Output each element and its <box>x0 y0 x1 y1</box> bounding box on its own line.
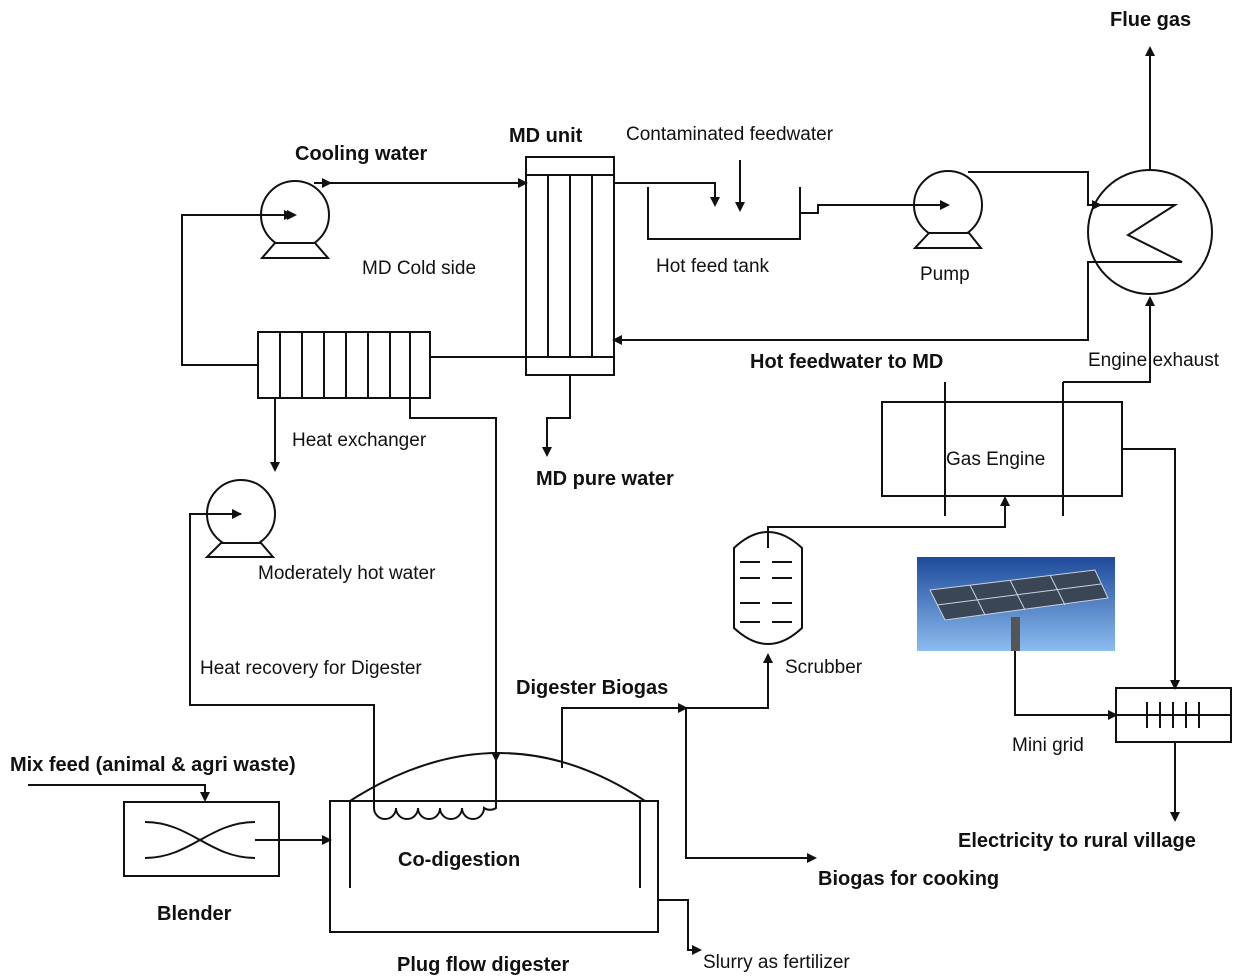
contaminated-feedwater-label: Contaminated feedwater <box>626 124 834 145</box>
cooling-water-pump <box>261 181 329 258</box>
moderately-hot-water-label: Moderately hot water <box>258 563 436 584</box>
digester-biogas-label: Digester Biogas <box>516 677 668 699</box>
blender-label: Blender <box>157 903 232 925</box>
mix-feed-label: Mix feed (animal & agri waste) <box>10 754 296 776</box>
plug-flow-digester <box>330 753 658 932</box>
exhaust-heat-recovery <box>1088 170 1212 294</box>
engine-exhaust-label: Engine exhaust <box>1088 350 1220 371</box>
pump-label: Pump <box>920 264 970 285</box>
electricity-label: Electricity to rural village <box>958 830 1196 852</box>
mini-grid-label: Mini grid <box>1012 735 1084 756</box>
plug-flow-digester-label: Plug flow digester <box>397 954 569 976</box>
hot-water-pump <box>207 480 275 557</box>
slurry-label: Slurry as fertilizer <box>703 952 850 973</box>
co-digestion-label: Co-digestion <box>398 849 520 871</box>
md-pure-water-label: MD pure water <box>536 468 674 490</box>
hot-feed-tank-label: Hot feed tank <box>656 256 770 277</box>
hot-feedwater-label: Hot feedwater to MD <box>750 351 943 373</box>
mini-grid <box>1116 688 1231 742</box>
gas-engine-label: Gas Engine <box>946 449 1045 470</box>
biogas-for-cooking-label: Biogas for cooking <box>818 868 999 890</box>
heat-recovery-label: Heat recovery for Digester <box>200 658 422 679</box>
heat-exchanger <box>258 332 430 398</box>
md-cold-side-label: MD Cold side <box>362 258 476 279</box>
solar-panel-image <box>917 557 1115 651</box>
heat-exchanger-label: Heat exchanger <box>292 430 427 451</box>
feed-pump <box>914 171 982 248</box>
scrubber-label: Scrubber <box>785 657 863 678</box>
scrubber <box>734 532 802 644</box>
md-unit <box>526 157 614 375</box>
cooling-water-label: Cooling water <box>295 143 427 165</box>
flue-gas-label: Flue gas <box>1110 9 1191 31</box>
hot-feed-tank <box>648 187 800 239</box>
md-unit-label: MD unit <box>509 125 583 147</box>
